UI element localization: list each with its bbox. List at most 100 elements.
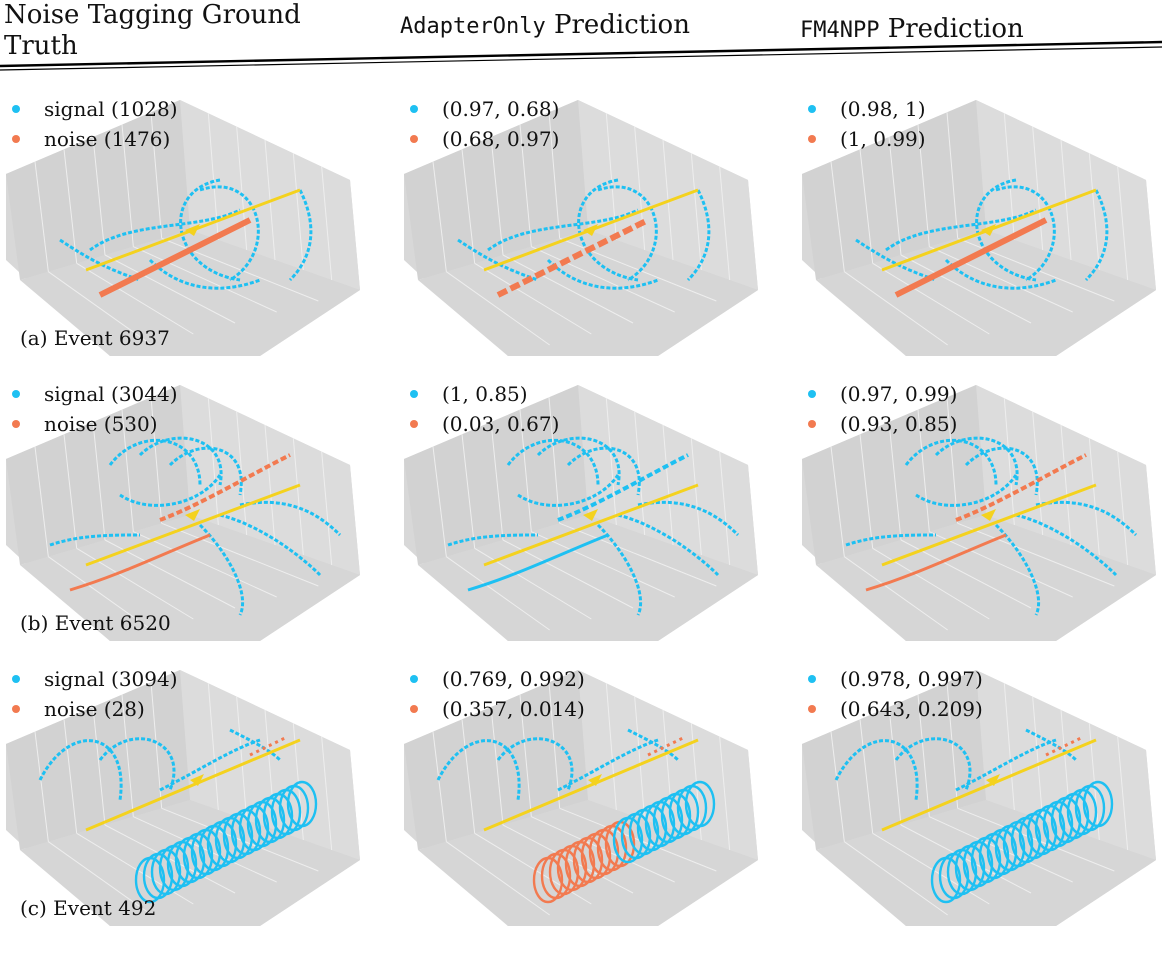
header-rule [0,40,1162,71]
event-caption: (c) Event 492 [20,896,157,920]
signal-track [995,185,1056,282]
event-3d-plot [802,100,1156,356]
signal-marker-icon [410,675,418,683]
signal-tracks [38,728,282,801]
legend: (0.978, 0.997) (0.643, 0.209) [808,664,983,724]
noise-marker-icon [808,135,816,143]
signal-track [119,474,222,507]
signal-track [577,178,639,282]
signal-track [506,438,600,486]
signal-track [1084,189,1109,282]
signal-track [89,208,241,252]
legend-signal-label: (0.98, 1) [840,97,926,121]
event-3d-plot [6,385,360,641]
helix-track [930,780,1114,904]
noise-track [159,453,291,522]
event-3d-plot [802,670,1156,926]
signal-track [1015,513,1118,577]
legend-signal-label: (0.978, 0.997) [840,667,983,691]
signal-track [915,474,1018,507]
legend-noise-label: noise (1476) [44,127,171,151]
legend-signal: signal (1028) [12,94,178,124]
legend-signal-label: signal (3094) [44,667,178,691]
beam-arrow-icon [185,224,200,236]
noise-marker-icon [808,705,816,713]
beam-line [881,738,1097,832]
noise-marker-icon [12,135,20,143]
legend-noise: noise (1476) [12,124,178,154]
legend: (0.97, 0.68) (0.68, 0.97) [410,94,559,154]
legend-noise: noise (28) [12,694,178,724]
noise-track [894,217,1048,298]
header-ground-truth: Noise Tagging Ground Truth [4,0,301,61]
legend-signal-label: (0.769, 0.992) [442,667,585,691]
signal-marker-icon [12,675,20,683]
legend-noise-label: (0.357, 0.014) [442,697,585,721]
signal-marker-icon [410,390,418,398]
signal-track [159,738,261,792]
signal-track [1025,728,1078,762]
event-3d-plot [404,385,758,641]
legend: signal (3094) noise (28) [12,664,178,724]
legend-signal: signal (3044) [12,379,178,409]
beam-arrow-icon [981,224,996,236]
signal-track [179,178,241,282]
legend-noise: (0.93, 0.85) [808,409,957,439]
beam-line [85,738,301,832]
helix-track [532,780,716,904]
legend: (0.769, 0.992) (0.357, 0.014) [410,664,585,724]
beam-arrow-icon [588,774,602,786]
signal-marker-icon [12,105,20,113]
legend-noise-label: noise (530) [44,412,158,436]
signal-track [49,533,141,547]
noise-track [955,453,1087,522]
event-panel: (1, 0.85) (0.03, 0.67) [398,365,760,641]
beam-line [881,483,1097,567]
signal-track [944,258,1057,290]
header-fm4npp-model: FM4NPP [800,18,880,43]
legend-noise: (0.357, 0.014) [410,694,585,724]
signal-track [536,436,621,486]
signal-track [686,189,711,282]
legend: signal (1028) noise (1476) [12,94,178,154]
signal-marker-icon [410,105,418,113]
header-adapteronly-model: AdapterOnly [400,14,546,39]
legend-noise-label: (0.93, 0.85) [840,412,958,436]
legend-signal: (0.98, 1) [808,94,926,124]
legend-signal-label: (1, 0.85) [442,382,528,406]
beam-line [85,483,301,567]
legend-signal-label: (0.97, 0.68) [442,97,560,121]
event-panel: (0.769, 0.992) (0.357, 0.014) [398,650,760,926]
legend: (1, 0.85) (0.03, 0.67) [410,379,559,439]
legend-noise: (0.68, 0.97) [410,124,559,154]
legend-noise-label: (0.643, 0.209) [840,697,983,721]
header-fm4npp-suffix: Prediction [879,14,1024,44]
signal-helix-loop [1082,780,1114,828]
event-panel: signal (1028)noise (1476)(a) Event 6937 [0,80,362,356]
signal-marker-icon [12,390,20,398]
signal-helix-loop [286,780,318,828]
signal-marker-icon [808,675,816,683]
signal-track [98,737,176,791]
beam-arrow-icon [981,509,996,521]
noise-marker-icon [410,420,418,428]
signal-marker-icon [808,105,816,113]
beam-arrow-icon [583,509,598,521]
signal-track [546,258,659,290]
event-panel: (0.98, 1)(1, 0.99) [796,80,1158,356]
event-panel: signal (3044)noise (530)(b) Event 6520 [0,365,362,641]
legend: signal (3044) noise (530) [12,379,178,439]
legend-noise-label: (0.68, 0.97) [442,127,560,151]
signal-track [627,728,680,762]
signal-helix-loop [684,780,716,828]
signal-track [138,436,223,486]
signal-track [557,738,659,792]
event-3d-plot [404,100,758,356]
signal-track [517,474,620,507]
noise-marker-icon [12,705,20,713]
legend-signal: (0.978, 0.997) [808,664,983,694]
header-adapteronly-suffix: Prediction [545,10,690,40]
legend-noise: (0.03, 0.67) [410,409,559,439]
signal-tracks [834,728,1078,801]
legend-signal: (1, 0.85) [410,379,559,409]
